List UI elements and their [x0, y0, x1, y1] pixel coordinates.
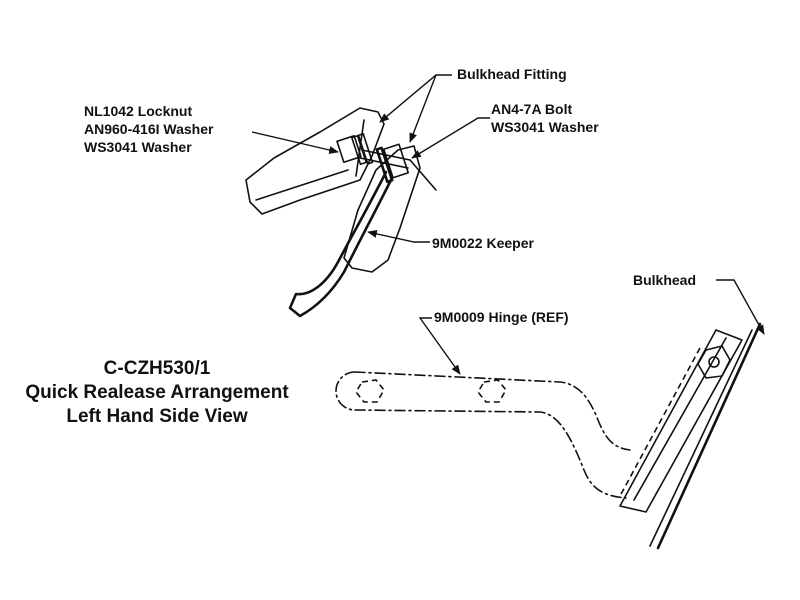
leader-keeper — [367, 230, 430, 243]
right-fitting-plate — [343, 145, 421, 273]
title-line1: C-CZH530/1 — [104, 358, 211, 379]
lower-bracket — [619, 329, 743, 513]
leader-hinge — [418, 317, 461, 375]
leader-bolt — [411, 117, 490, 159]
label-locknut-line2: AN960-416I Washer — [84, 121, 214, 137]
hinge-hex-bolt-right — [477, 379, 507, 403]
lower-bolt-center — [708, 356, 720, 368]
hinge-end-arc — [335, 371, 356, 411]
lower-bracket-hidden-edge — [619, 347, 701, 497]
leader-locknut — [251, 131, 339, 154]
keeper-strip — [288, 170, 394, 318]
hinge-outline-bottom — [354, 409, 627, 499]
label-hinge: 9M0009 Hinge (REF) — [434, 309, 569, 325]
lower-bolt-head — [697, 345, 731, 379]
lower-hinge-assembly — [335, 322, 762, 550]
locknut — [336, 134, 362, 164]
leader-bulkhead — [716, 279, 765, 335]
label-locknut-line1: NL1042 Locknut — [84, 103, 192, 119]
lower-bracket-inner — [633, 337, 727, 501]
washer-an960 — [351, 134, 367, 166]
hinge-outline-top — [354, 371, 631, 451]
left-fitting-fold — [355, 119, 365, 177]
title-line3: Left Hand Side View — [66, 406, 247, 427]
bolt-head — [382, 143, 410, 179]
upper-leaders — [251, 74, 490, 243]
label-bulkhead-fitting: Bulkhead Fitting — [457, 66, 567, 82]
hinge-hex-bolt-left — [355, 379, 385, 403]
label-locknut-line3: WS3041 Washer — [84, 139, 192, 155]
bulkhead-wall-outer — [656, 322, 762, 550]
lower-leaders — [418, 279, 765, 375]
upper-fitting-assembly — [245, 107, 437, 318]
left-fitting-inner-edge — [255, 169, 349, 201]
leader-fitting-right — [409, 74, 437, 143]
label-keeper: 9M0022 Keeper — [432, 235, 535, 251]
label-bulkhead: Bulkhead — [633, 272, 696, 288]
bulkhead-wall-inner — [649, 329, 753, 547]
label-bolt-line2: WS3041 Washer — [491, 119, 599, 135]
label-bolt-line1: AN4-7A Bolt — [491, 101, 572, 117]
leader-fitting-left — [379, 74, 452, 123]
centerline-stub — [409, 159, 437, 191]
title-line2: Quick Realease Arrangement — [25, 382, 289, 403]
